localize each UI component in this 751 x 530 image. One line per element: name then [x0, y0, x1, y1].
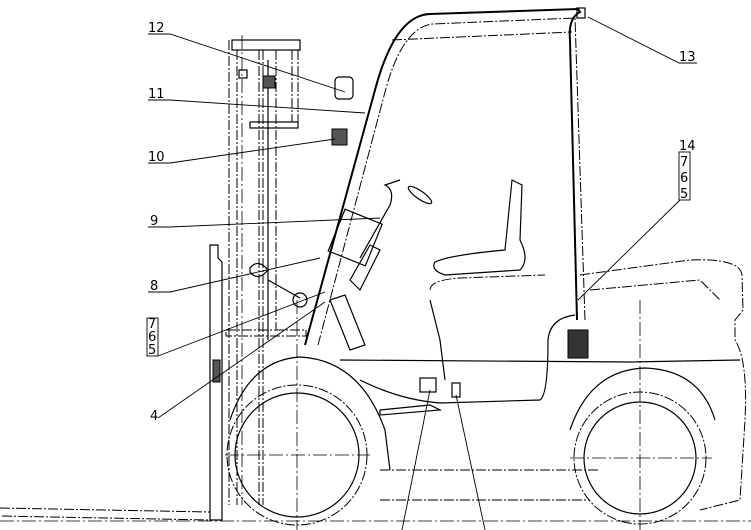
forks — [0, 244, 223, 521]
callout-7-right: 7 — [680, 155, 688, 170]
callout-6-right: 6 — [680, 171, 688, 186]
callout-6-left: 6 — [148, 330, 156, 345]
callout-9: 9 — [150, 214, 158, 229]
callout-11: 11 — [148, 87, 165, 102]
rear-wheel — [569, 300, 716, 530]
controls — [249, 76, 433, 351]
callout-5-left: 5 — [148, 343, 156, 358]
callout-14: 14 — [679, 139, 696, 154]
callout-5-right: 5 — [680, 187, 688, 202]
truck-body — [339, 259, 747, 511]
seat — [429, 179, 546, 381]
callout-10: 10 — [148, 150, 165, 165]
front-wheel — [225, 300, 391, 530]
callout-7-left: 7 — [148, 317, 156, 332]
callout-8: 8 — [150, 279, 158, 294]
callout-13: 13 — [679, 50, 696, 65]
overhead-guard — [304, 7, 586, 346]
callout-12: 12 — [148, 21, 165, 36]
leader-lines — [146, 16, 697, 530]
callout-4: 4 — [150, 409, 158, 424]
mast — [212, 35, 307, 505]
